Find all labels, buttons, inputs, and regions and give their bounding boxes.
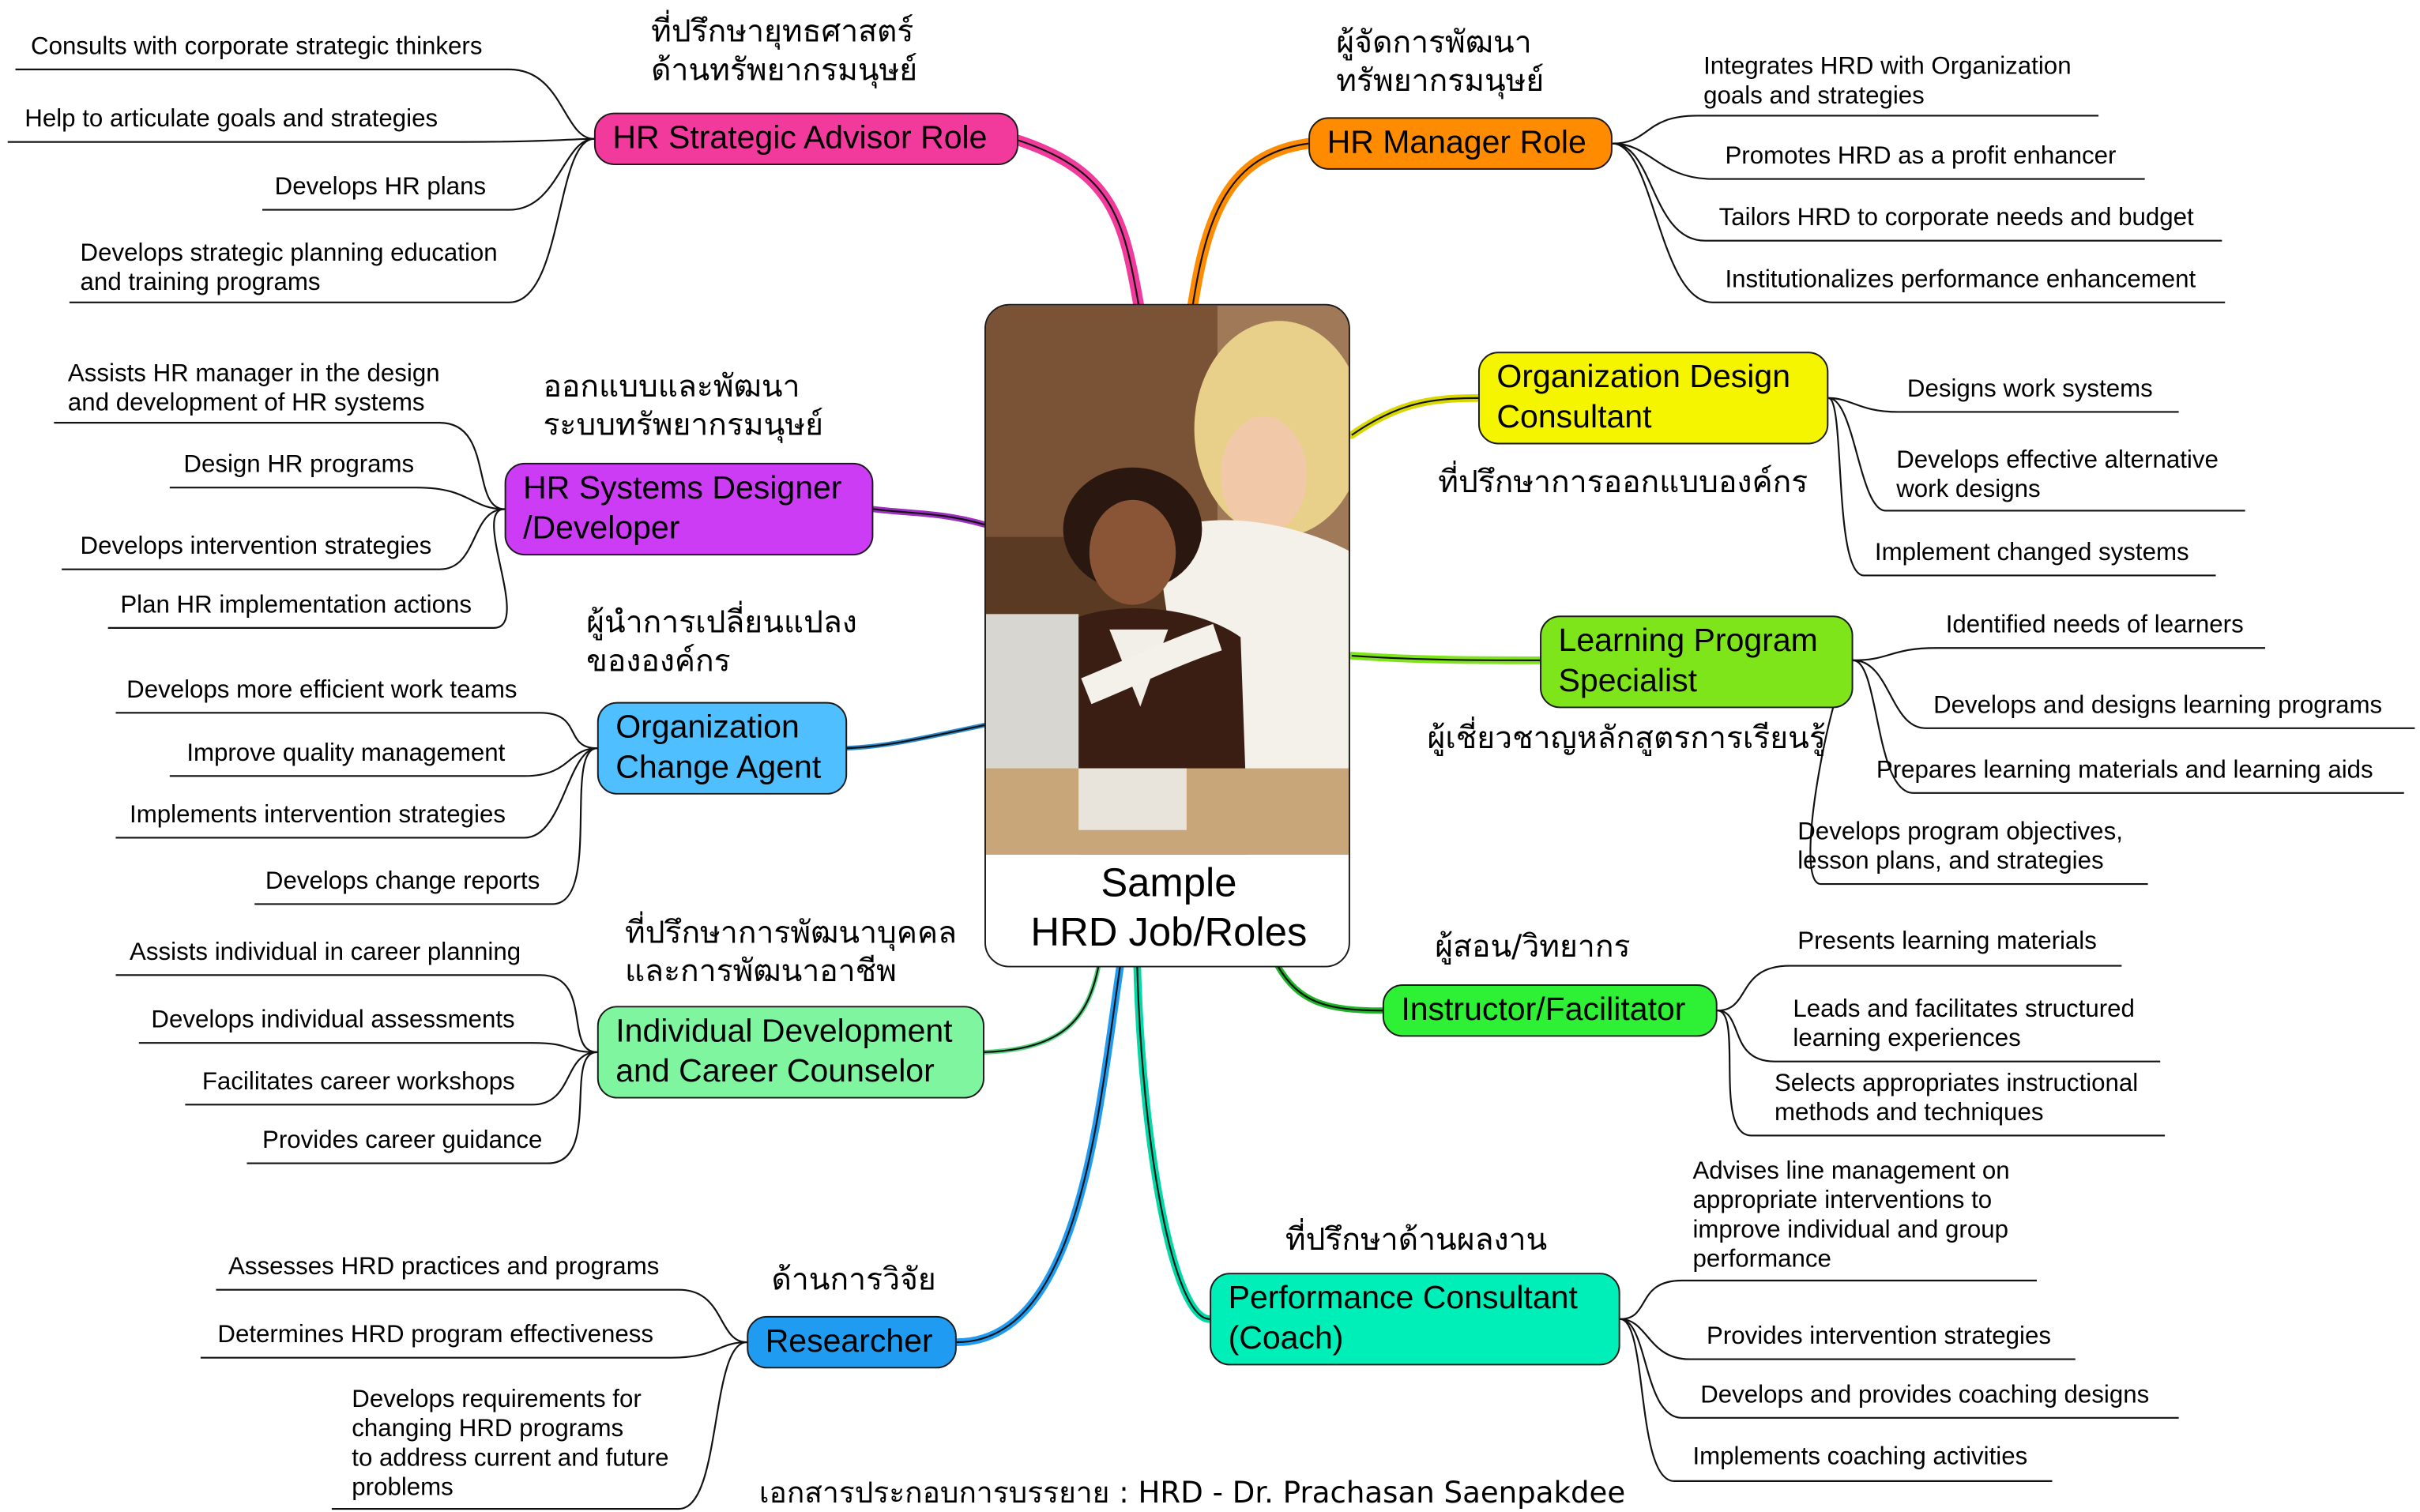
thai-caption-manager: ผู้จัดการพัฒนา ทรัพยากรมนุษย์ — [1336, 23, 1545, 99]
leaf-text: Develops intervention strategies — [80, 533, 432, 560]
leaf-text: Provides career guidance — [262, 1127, 543, 1154]
thai-caption-orgdesign: ที่ปรึกษาการออกแบบองค์กร — [1438, 462, 1808, 500]
branch-career — [982, 963, 1101, 1055]
branch-manager — [1187, 137, 1314, 311]
branch-strategic — [1008, 133, 1145, 311]
leaf-text: Design HR programs — [183, 452, 415, 479]
leaf-text: Implements intervention strategies — [130, 802, 506, 829]
leaf-text: Consults with corporate strategic thinke… — [31, 33, 483, 61]
thai-caption-career: ที่ปรึกษาการพัฒนาบุคคล และการพัฒนาอาชีพ — [624, 913, 958, 989]
leaf-text: lesson plans, and strategies — [1797, 848, 2104, 875]
footer-credit: เอกสารประกอบการบรรยาย : HRD - Dr. Pracha… — [758, 1476, 1626, 1510]
thai-caption-learning: ผู้เชี่ยวชาญหลักสูตรการเรียนรู้ — [1427, 719, 1826, 756]
leaf-text: Integrates HRD with Organization — [1703, 54, 2072, 81]
leaf-text: Assesses HRD practices and programs — [228, 1254, 660, 1281]
leaf-text: Develops individual assessments — [151, 1007, 515, 1034]
leaf-text: Develops effective alternative — [1896, 447, 2219, 474]
leaf-text: Develops more efficient work teams — [126, 677, 517, 704]
leaf-text: Prepares learning materials and learning… — [1876, 757, 2373, 784]
leaf-text: Implements coaching activities — [1692, 1444, 2028, 1471]
thai-caption-strategic: ที่ปรึกษายุทธศาสตร์ ด้านทรัพยากรมนุษย์ — [651, 12, 918, 88]
leaf-text: performance — [1692, 1247, 1831, 1273]
leaf-text: Identified needs of learners — [1945, 612, 2244, 639]
leaf-text: Advises line management on — [1692, 1158, 2010, 1185]
leaf-text: Help to articulate goals and strategies — [24, 106, 438, 133]
leaf-text: Develops requirements for — [352, 1386, 642, 1413]
role-career-counselor[interactable]: Individual Development and Career Counse… — [597, 1006, 985, 1099]
leaf-text: Institutionalizes performance enhancemen… — [1725, 266, 2196, 294]
leaf-text: Leads and facilitates structured — [1793, 996, 2135, 1023]
branch-performance — [1133, 961, 1214, 1323]
leaf-text: Selects appropriates instructional — [1774, 1070, 2139, 1097]
leaf-text: goals and strategies — [1703, 83, 1925, 110]
leaf-text: problems — [352, 1475, 454, 1502]
office-photo — [985, 305, 1349, 855]
leaf-text: Designs work systems — [1906, 376, 2153, 403]
leaf-text: learning experiences — [1793, 1025, 2021, 1052]
leaf-text: Develops and designs learning programs — [1933, 692, 2383, 720]
role-researcher[interactable]: Researcher — [747, 1315, 957, 1369]
leaf-text: Promotes HRD as a profit enhancer — [1725, 143, 2117, 170]
leaf-text: to address current and future — [352, 1445, 669, 1473]
leaf-text: Develops HR plans — [274, 174, 487, 201]
leaf-text: Develops and provides coaching designs — [1700, 1382, 2150, 1409]
thai-caption-performance: ที่ปรึกษาด้านผลงาน — [1285, 1220, 1548, 1258]
leaf-text: Implement changed systems — [1874, 540, 2189, 566]
leaf-text: improve individual and group — [1692, 1217, 2008, 1244]
leaf-text: Plan HR implementation actions — [120, 592, 472, 619]
leaf-text: Develops strategic planning education — [80, 240, 498, 267]
central-topic[interactable]: Sample HRD Job/Roles — [984, 303, 1350, 968]
leaf-text: and training programs — [80, 269, 321, 296]
thai-caption-researcher: ด้านการวิจัย — [771, 1260, 936, 1298]
thai-caption-designer: ออกแบบและพัฒนา ระบบทรัพยากรมนุษย์ — [543, 367, 824, 443]
leaf-text: changing HRD programs — [352, 1416, 624, 1443]
leaf-text: Tailors HRD to corporate needs and budge… — [1718, 205, 2194, 231]
leaf-text: Develops program objectives, — [1797, 819, 2123, 846]
role-hr-systems-designer[interactable]: HR Systems Designer /Developer — [504, 462, 874, 556]
leaf-text: Develops change reports — [265, 868, 540, 895]
leaf-text: work designs — [1896, 476, 2041, 503]
leaf-text: Assists individual in career planning — [130, 939, 521, 966]
leaf-text: Improve quality management — [186, 740, 506, 767]
role-learning-program-specialist[interactable]: Learning Program Specialist — [1540, 615, 1854, 709]
leaf-text: appropriate interventions to — [1692, 1187, 1993, 1215]
role-organization-design-consultant[interactable]: Organization Design Consultant — [1477, 352, 1829, 445]
leaf-text: methods and techniques — [1774, 1100, 2044, 1126]
leaf-text: Facilitates career workshops — [201, 1069, 515, 1096]
role-hr-manager[interactable]: HR Manager Role — [1308, 117, 1613, 170]
role-organization-change-agent[interactable]: Organization Change Agent — [597, 701, 848, 795]
leaf-text: Presents learning materials — [1797, 928, 2097, 955]
central-topic-label: Sample HRD Job/Roles — [1030, 859, 1308, 955]
branch-instructor — [1274, 962, 1386, 1014]
thai-caption-instructor: ผู้สอน/วิทยากร — [1435, 927, 1631, 965]
role-performance-consultant[interactable]: Performance Consultant (Coach) — [1210, 1273, 1620, 1366]
role-instructor-facilitator[interactable]: Instructor/Facilitator — [1382, 984, 1718, 1037]
role-hr-strategic-advisor[interactable]: HR Strategic Advisor Role — [593, 112, 1018, 165]
leaf-text: Provides intervention strategies — [1707, 1323, 2051, 1350]
leaf-text: Assists HR manager in the design — [67, 361, 440, 388]
thai-caption-change: ผู้นำการเปลี่ยนแปลง ขององค์กร — [586, 603, 857, 679]
leaf-text: and development of HR systems — [67, 390, 425, 417]
leaf-text: Determines HRD program effectiveness — [217, 1322, 654, 1348]
branch-change — [843, 722, 987, 751]
